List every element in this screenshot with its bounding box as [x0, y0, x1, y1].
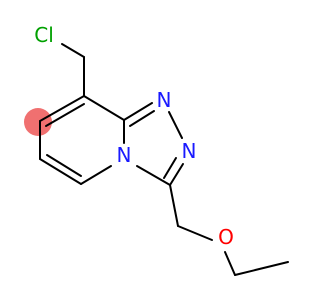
bond-c3-n4 [136, 165, 171, 186]
bond-c8-c7-inner [45, 103, 85, 127]
bond-ch2-cl [61, 43, 85, 58]
molecule-drawing: Cl N N N O [24, 23, 289, 276]
bond-c8-c7 [39, 95, 85, 122]
bond-ch2-o [177, 225, 213, 241]
bond-c3-ch2 [169, 184, 179, 227]
atom-label-chlorine: Cl [34, 23, 54, 47]
bond-c8a-n1 [123, 102, 153, 121]
bond-ch2-ch3 [234, 261, 289, 276]
bond-n2-c3-double [163, 157, 177, 179]
structure-diagram: Cl N N N O [24, 23, 289, 276]
bond-c5-n4 [80, 165, 112, 185]
bond-n2-c3 [169, 163, 184, 186]
ring-atom-highlight [24, 108, 52, 136]
bond-c8-c8a [83, 95, 125, 121]
bond-c6-c5-inner [46, 154, 82, 177]
bond-n1-n2 [168, 111, 183, 139]
atom-label-nitrogen-4: N [117, 143, 132, 167]
atom-label-oxygen: O [218, 225, 234, 249]
bond-c6-c5 [39, 158, 82, 185]
bond-c8a-n1-double [129, 110, 155, 127]
atom-label-nitrogen-2: N [182, 139, 197, 163]
atom-label-nitrogen-1: N [157, 88, 172, 112]
bond-o-ch2 [224, 251, 236, 276]
